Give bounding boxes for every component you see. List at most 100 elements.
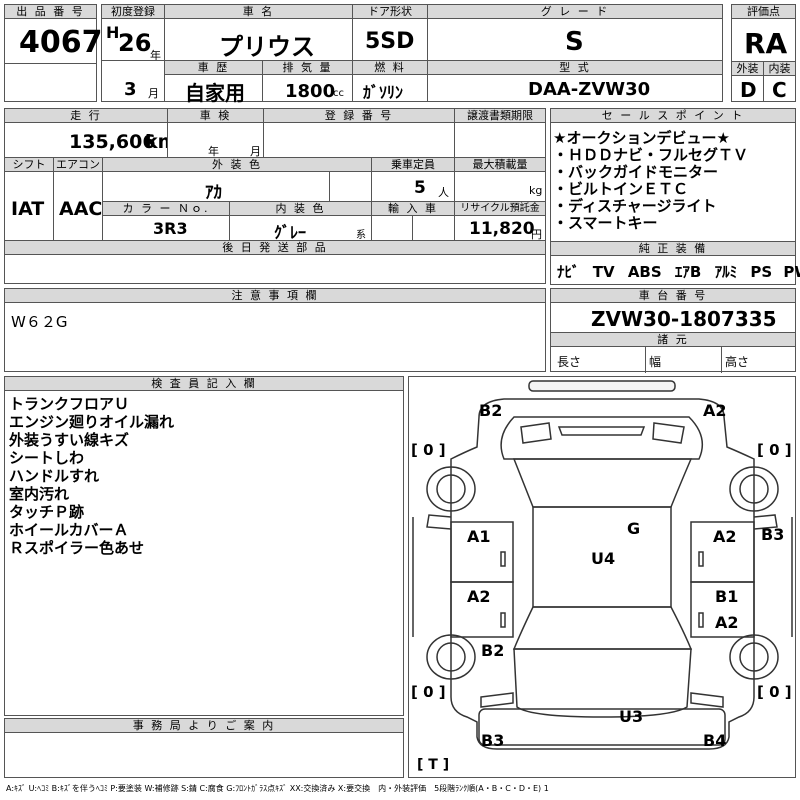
damage-right-front-door: A2 [713, 527, 737, 546]
model-cell: 型 式 DAA-ZVW30 [427, 60, 723, 102]
displacement-header: 排 気 量 [263, 61, 352, 75]
sales-point-item: ・スマートキー [553, 214, 658, 232]
capacity-cell: 乗車定員 5 人 [371, 157, 455, 202]
sales-point-item: ・ビルトインＥＴＣ [553, 180, 689, 198]
ac-cell: エアコン AAC [53, 157, 103, 241]
grade: S [565, 27, 584, 57]
inspection-year: 年 [208, 145, 219, 158]
year-unit: 年 [150, 49, 161, 62]
equipment-item: ｴｱB [674, 263, 702, 281]
interior-score-cell: 内装 C [763, 61, 796, 102]
exterior-color-cell: 外 装 色 ｱｶ [102, 157, 372, 203]
divider [645, 347, 646, 373]
interior-header: 内装 [764, 62, 795, 76]
capacity-header: 乗車定員 [372, 158, 454, 172]
grade-header: グ レ ー ド [428, 5, 722, 19]
damage-right-rear-door-2: A2 [715, 613, 739, 632]
divider [412, 216, 413, 242]
first-registration-cell: 初度登録 H 26 年 [101, 4, 165, 62]
color-number-cell: カ ラ ー Ｎｏ. 3R3 [102, 201, 230, 241]
tread-rear-right: [ 0 ] [757, 683, 792, 701]
registration-number-header: 登 録 番 号 [264, 109, 454, 123]
lot-number-header: 出 品 番 号 [5, 5, 96, 19]
registration-number-cell: 登 録 番 号 [263, 108, 455, 158]
inspector-note: シートしわ [9, 449, 85, 467]
mileage: 135,606 [69, 131, 156, 153]
month-cell: 3 月 [101, 60, 165, 102]
lot-number-cell: 出 品 番 号 4067 [4, 4, 103, 102]
color-number-header: カ ラ ー Ｎｏ. [103, 202, 229, 216]
tread-rear-left: [ 0 ] [411, 683, 446, 701]
inspector-note: ハンドルすれ [9, 467, 100, 485]
inspector-header: 検 査 員 記 入 欄 [5, 377, 403, 391]
tread-spare: [ T ] [417, 757, 450, 773]
office-box: 事 務 局 よ り ご 案 内 [4, 718, 404, 778]
inspector-note: Ｒスポイラー色あせ [9, 539, 145, 557]
model-code: DAA-ZVW30 [528, 79, 651, 100]
evaluation-score: RA [744, 27, 788, 60]
max-load-cell: 最大積載量 kg [454, 157, 546, 202]
specs-box: 諸 元 長さ 幅 高さ [550, 332, 796, 373]
damage-roof: G [627, 519, 641, 538]
shift-type: IAT [11, 198, 45, 220]
damage-rear-panel: U3 [619, 707, 644, 726]
width-label: 幅 [649, 355, 662, 369]
fuel-header: 燃 料 [353, 61, 427, 75]
capacity: 5 [414, 178, 426, 198]
damage-right-front-fender: B3 [761, 525, 785, 544]
car-outline-drawing [412, 380, 793, 750]
car-history: 自家用 [185, 81, 245, 105]
fuel-cell: 燃 料 ｶﾞｿﾘﾝ [352, 60, 428, 102]
inspection-month: 月 [250, 145, 261, 158]
damage-left-rear-door: A2 [467, 587, 491, 606]
interior-color-suffix: 系 [356, 230, 366, 241]
equipment-item: TV [592, 263, 615, 281]
recycle-fee-cell: リサイクル預託金 11,820 円 [454, 201, 546, 241]
length-label: 長さ [557, 355, 582, 369]
history-header: 車 歴 [165, 61, 262, 75]
import-header: 輸 入 車 [372, 202, 454, 216]
inspection-header: 車 検 [168, 109, 263, 123]
ac-type: AAC [59, 198, 103, 220]
damage-left-rear-fender: B2 [481, 641, 505, 660]
exterior-color: ｱｶ [205, 183, 222, 203]
specs-header: 諸 元 [551, 333, 795, 347]
equipment-list: ﾅﾋﾞ TV ABS ｴｱB ｱﾙﾐ PS PW [557, 261, 800, 282]
tread-front-left: [ 0 ] [411, 441, 446, 459]
car-diagram: B2 A2 [ 0 ] [ 0 ] A1 G U4 A2 B3 A2 B1 A2… [408, 376, 796, 778]
door-header: ドア形状 [353, 5, 427, 19]
inspector-note: トランクフロアＵ [9, 395, 130, 413]
grade-cell: グ レ ー ド S [427, 4, 723, 61]
office-header: 事 務 局 よ り ご 案 内 [5, 719, 403, 733]
mileage-header: 走 行 [5, 109, 167, 123]
model-header: 型 式 [428, 61, 722, 75]
damage-rear-left: B3 [481, 731, 505, 750]
displacement-cell: 排 気 量 1800 cc [262, 60, 353, 102]
sales-point-item: ★オークションデビュー★ [553, 129, 730, 147]
interior-color: ｸﾞﾚｰ [274, 223, 307, 242]
displacement: 1800 [285, 81, 336, 102]
damage-left-front-door: A1 [467, 527, 491, 546]
exterior-score: D [740, 78, 757, 102]
car-name-header: 車 名 [165, 5, 352, 19]
sales-point-item: ・バックガイドモニター [553, 163, 719, 181]
inspector-note: タッチＰ跡 [9, 503, 85, 521]
interior-color-header: 内 装 色 [230, 202, 371, 216]
damage-right-rear-door-1: B1 [715, 587, 739, 606]
car-name-cell: 車 名 プリウス [164, 4, 353, 61]
divider [721, 347, 722, 373]
score-header: 評価点 [732, 5, 795, 19]
chassis-number: ZVW30-1807335 [591, 307, 777, 331]
sales-point-header: セ ー ル ス ポ イ ン ト [551, 109, 795, 123]
lot-number: 4067 [19, 25, 103, 60]
month-unit: 月 [148, 87, 159, 100]
registration-month: 3 [124, 79, 137, 100]
equipment-header: 純 正 装 備 [551, 242, 795, 256]
door-type: 5SD [365, 29, 415, 54]
divider [329, 172, 330, 203]
inspector-notes: トランクフロアＵ エンジン廻りオイル漏れ 外装うすい線キズ シートしわ ハンドル… [9, 395, 174, 557]
mileage-cell: 走 行 135,606 km [4, 108, 177, 158]
shift-header: シフト [5, 158, 53, 172]
capacity-unit: 人 [438, 186, 449, 199]
transfer-deadline-cell: 譲渡書類期限 [454, 108, 546, 158]
